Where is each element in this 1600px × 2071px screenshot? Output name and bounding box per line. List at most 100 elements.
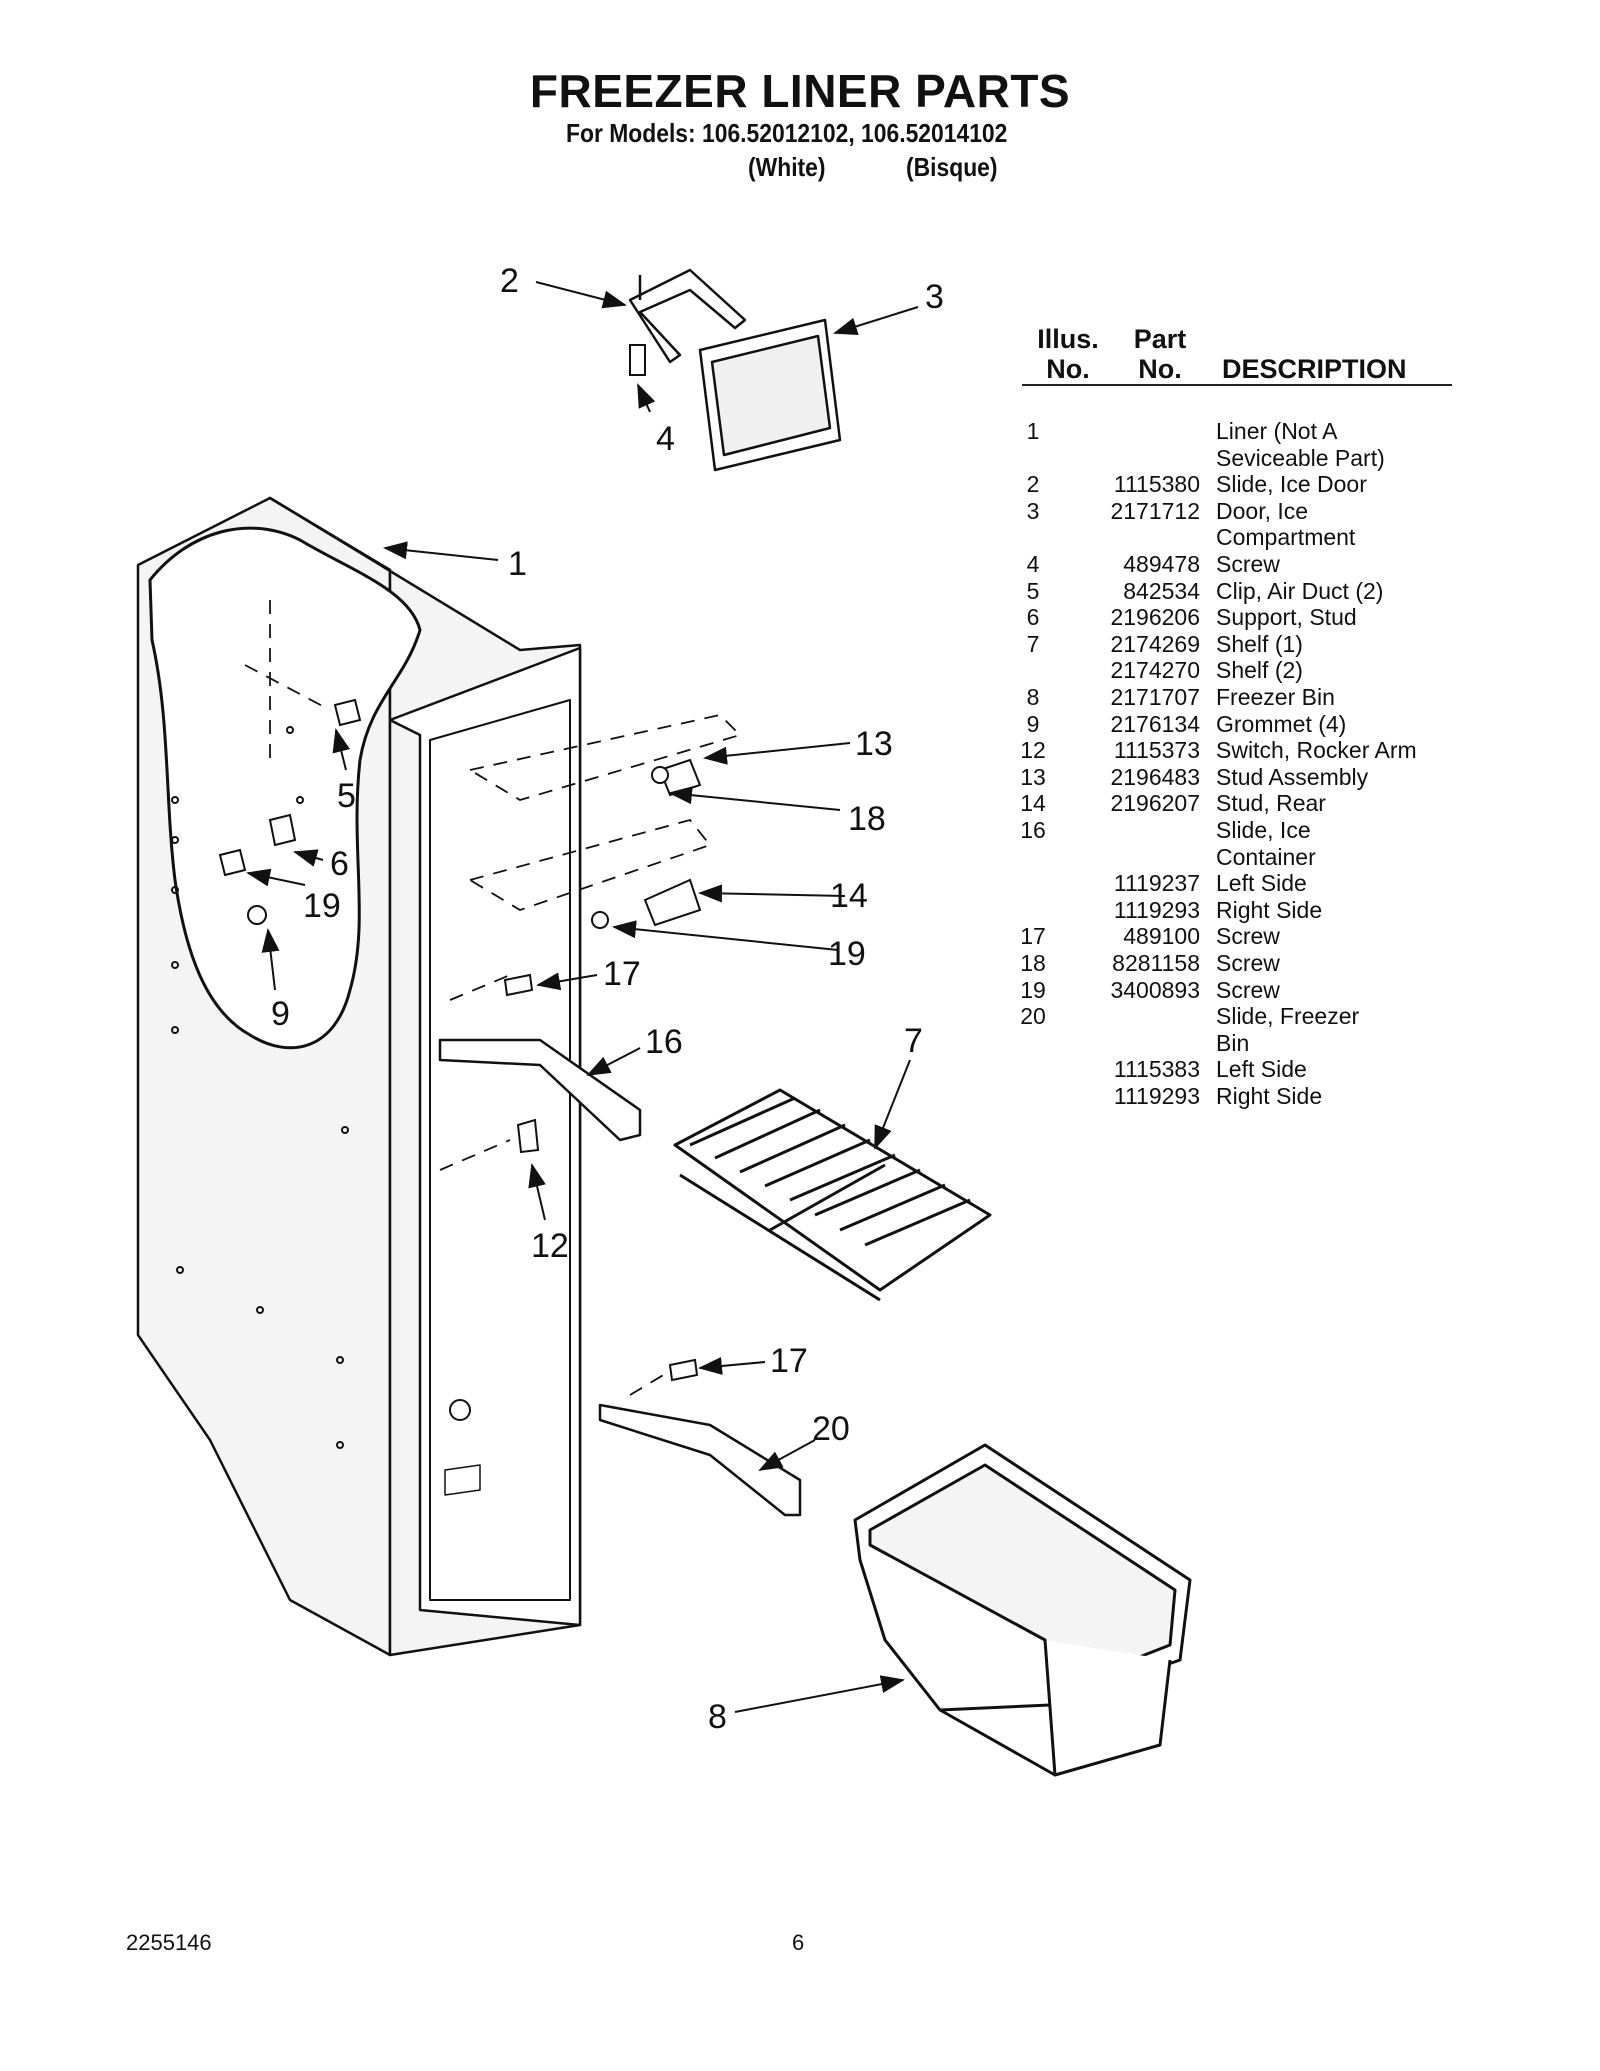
part-description: Slide, Ice Door <box>1216 471 1367 498</box>
illus-number: 6 <box>1026 604 1040 631</box>
table-row: Bin <box>1000 1030 1460 1056</box>
part-description: Screw <box>1216 923 1280 950</box>
callout-20: 20 <box>812 1410 850 1448</box>
part-description: Slide, Ice <box>1216 817 1311 843</box>
part-number: 2196206 <box>1110 604 1200 631</box>
part-number: 489478 <box>1123 551 1200 577</box>
table-row: 3 2171712 Door, Ice <box>1000 498 1460 524</box>
part-description: Shelf (2) <box>1216 657 1303 684</box>
table-row: 2 1115380 Slide, Ice Door <box>1000 471 1460 497</box>
part-description: Shelf (1) <box>1216 630 1303 657</box>
callout-7: 7 <box>904 1022 923 1060</box>
table-row: 13 2196483 Stud Assembly <box>1000 764 1460 790</box>
part-description: Switch, Rocker Arm <box>1216 737 1417 764</box>
table-row: 1 Liner (Not A <box>1000 418 1460 444</box>
part-description: Door, Ice <box>1216 497 1309 524</box>
part-description: Support, Stud <box>1216 604 1357 631</box>
part-description: Grommet (4) <box>1216 710 1347 737</box>
part-description: Liner (Not A <box>1216 418 1338 444</box>
ice-door-slide <box>628 268 747 364</box>
finish-white: (White) <box>748 152 826 182</box>
part-description: Compartment <box>1216 524 1356 551</box>
models-line: For Models: 106.52012102, 106.52014102 <box>566 118 1008 148</box>
callout-8: 8 <box>708 1698 727 1736</box>
part-description: Screw <box>1216 976 1280 1003</box>
callout-18: 18 <box>848 800 886 838</box>
part-number: 1115383 <box>1113 1056 1200 1083</box>
part-description: Right Side <box>1216 1083 1323 1109</box>
ice-door <box>698 318 842 472</box>
illus-number: 3 <box>1026 497 1040 524</box>
table-row: 1119237 Left Side <box>1000 870 1460 896</box>
part-description: Stud, Rear <box>1216 790 1326 817</box>
table-row: 1119293 Right Side <box>1000 1083 1460 1109</box>
col-header-illus: Illus.No. <box>1037 324 1099 384</box>
part-number: 842534 <box>1123 577 1200 604</box>
table-row: Seviceable Part) <box>1000 445 1460 471</box>
part-description: Seviceable Part) <box>1216 444 1385 471</box>
liner-dots <box>171 726 349 1449</box>
part-number: 1119293 <box>1113 1083 1200 1109</box>
part-description: Bin <box>1216 1029 1250 1056</box>
callout-4: 4 <box>656 420 675 458</box>
wire-shelf <box>673 1088 992 1302</box>
part-number: 2196207 <box>1110 790 1200 817</box>
callout-1: 1 <box>508 545 527 583</box>
callout-6: 6 <box>330 845 349 883</box>
illus-number: 1 <box>1026 418 1040 444</box>
callout-19-left: 19 <box>303 887 341 925</box>
callout-9: 9 <box>271 995 290 1033</box>
callout-16: 16 <box>645 1023 683 1061</box>
part-description: Freezer Bin <box>1216 684 1335 710</box>
part-number: 489100 <box>1123 923 1200 950</box>
finish-bisque: (Bisque) <box>906 152 998 182</box>
table-row: 8 2171707 Freezer Bin <box>1000 684 1460 710</box>
part-description: Left Side <box>1216 1056 1307 1083</box>
callout-12: 12 <box>531 1227 569 1265</box>
part-description: Left Side <box>1216 870 1307 897</box>
illus-number: 20 <box>1020 1003 1046 1030</box>
illus-number: 17 <box>1020 923 1046 950</box>
part-number: 2196483 <box>1110 763 1200 790</box>
illus-number: 5 <box>1026 577 1040 604</box>
freezer-bin-slide <box>598 1403 802 1517</box>
part-description: Clip, Air Duct (2) <box>1216 577 1384 604</box>
part-description: Right Side <box>1216 896 1323 923</box>
part-number: 1115380 <box>1113 471 1200 498</box>
table-row: 14 2196207 Stud, Rear <box>1000 790 1460 816</box>
illus-number: 18 <box>1020 950 1046 976</box>
callout-5: 5 <box>337 777 356 815</box>
illus-number: 19 <box>1020 976 1046 1003</box>
part-description: Screw <box>1216 950 1280 976</box>
page-title: FREEZER LINER PARTS <box>529 65 1071 117</box>
illus-number: 8 <box>1026 684 1040 710</box>
page-number: 6 <box>792 1930 805 1955</box>
freezer-liner <box>136 496 582 1657</box>
illus-number: 14 <box>1020 790 1046 817</box>
table-row: 6 2196206 Support, Stud <box>1000 604 1460 630</box>
screws-and-small-parts <box>218 344 702 1382</box>
part-description: Stud Assembly <box>1216 763 1369 790</box>
table-row: Compartment <box>1000 524 1460 550</box>
illus-number: 2 <box>1026 471 1040 498</box>
part-number: 2171712 <box>1110 497 1200 524</box>
illus-number: 16 <box>1020 817 1046 843</box>
part-number: 1119237 <box>1113 870 1200 897</box>
callout-3: 3 <box>925 278 944 316</box>
callout-17-lower: 17 <box>770 1342 808 1380</box>
leader-lines <box>246 281 919 1713</box>
table-row: 17 489100 Screw <box>1000 923 1460 949</box>
dashed-guides <box>244 600 742 1396</box>
part-number: 3400893 <box>1110 976 1200 1003</box>
illus-number: 13 <box>1020 763 1046 790</box>
table-row: 19 3400893 Screw <box>1000 977 1460 1003</box>
part-number: 1115373 <box>1113 737 1200 764</box>
part-number: 2171707 <box>1110 684 1200 710</box>
